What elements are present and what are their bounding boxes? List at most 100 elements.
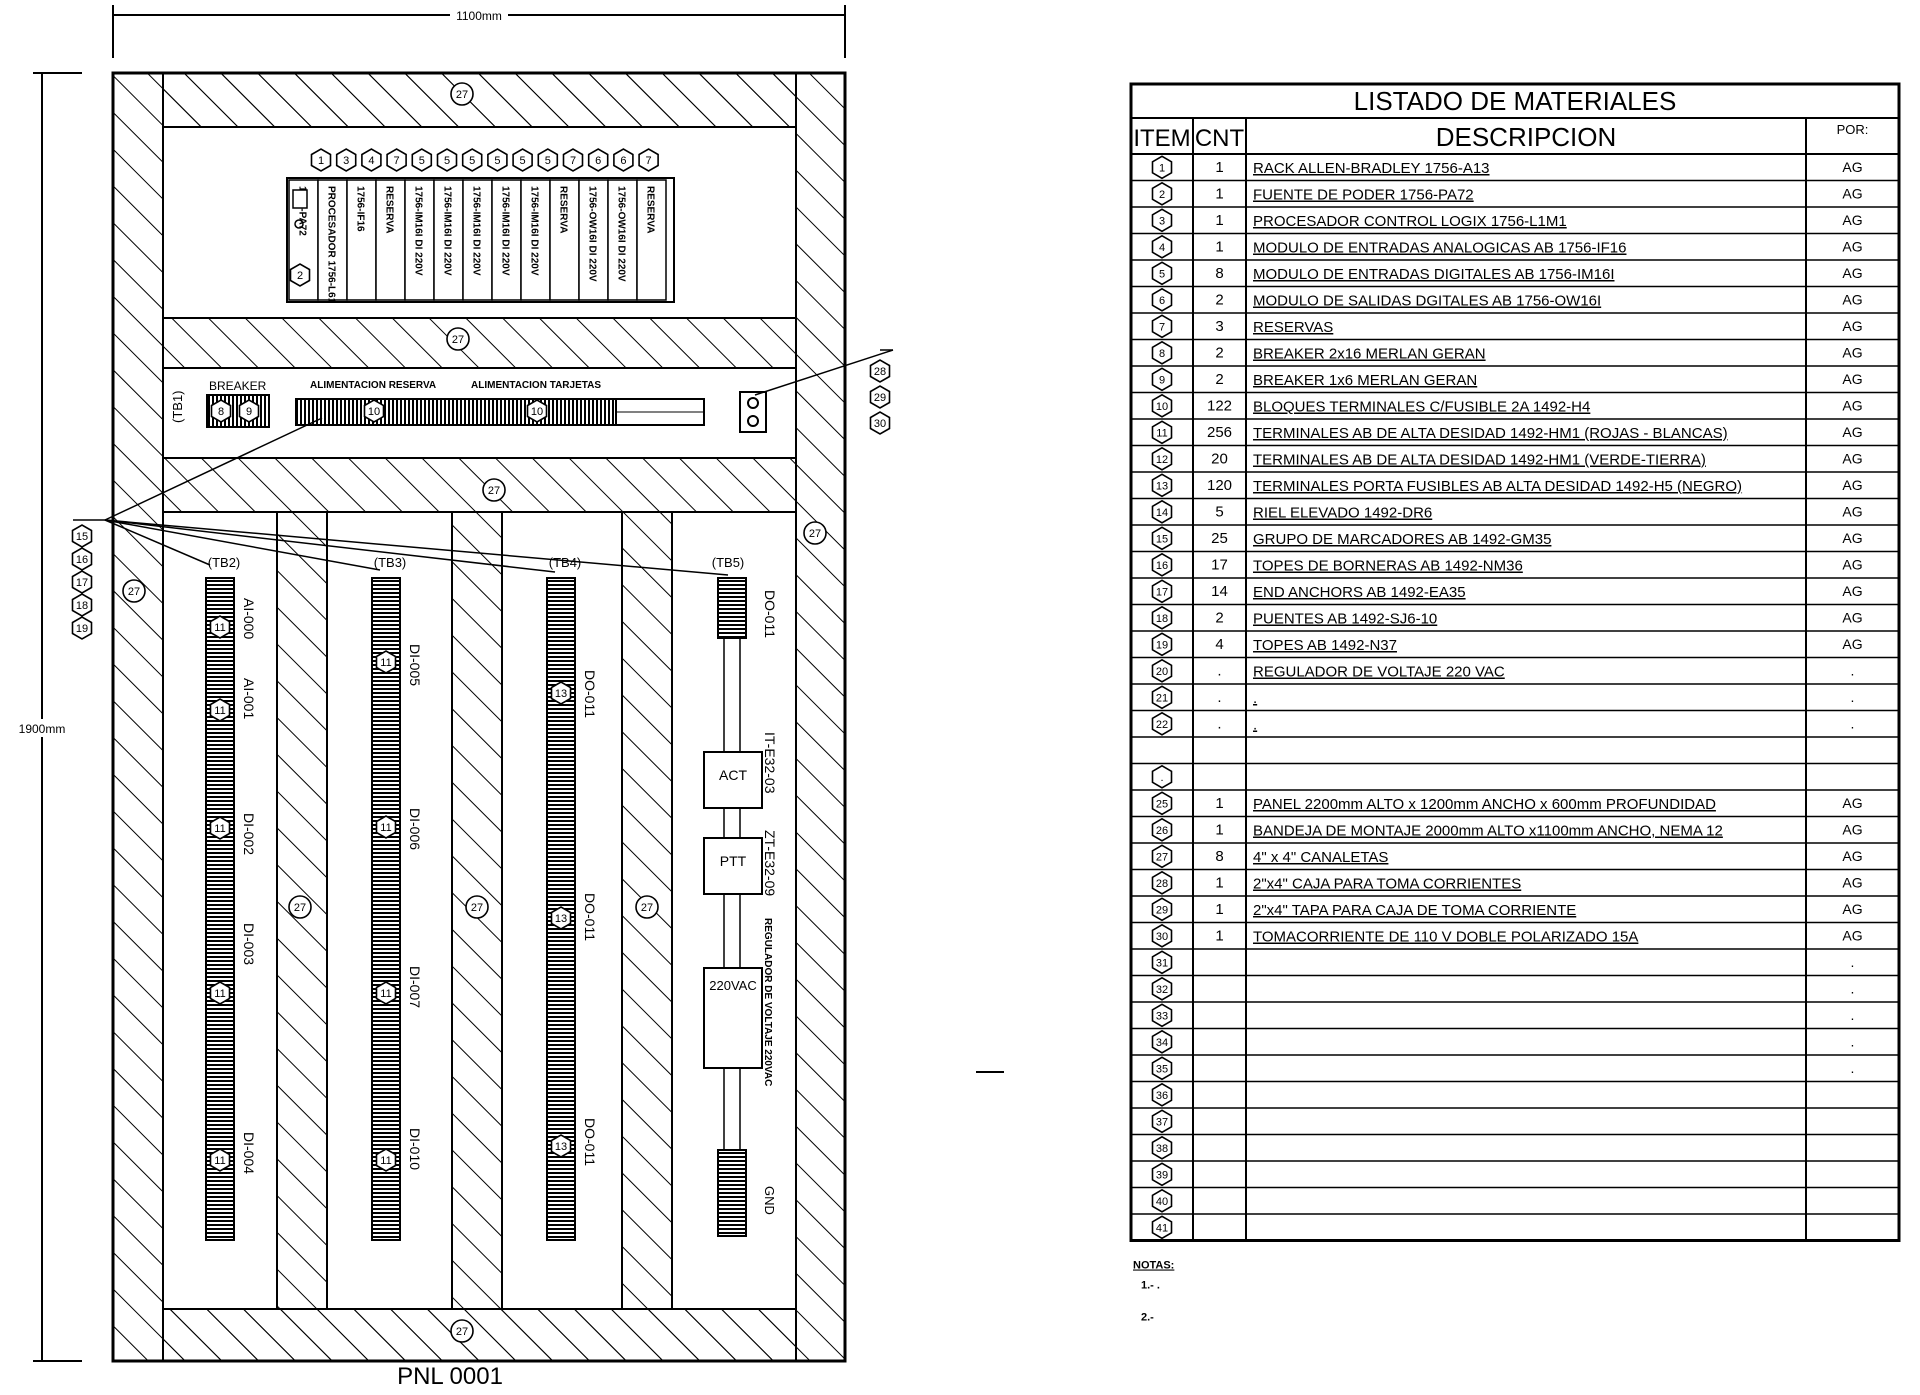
note-line: 2.- <box>1141 1312 1154 1324</box>
bom-desc: 2"x4" TAPA PARA CAJA DE TOMA CORRIENTE <box>1253 902 1576 919</box>
bom-cnt: . <box>1217 716 1221 733</box>
leader-lines <box>73 349 894 576</box>
bom-desc: 2"x4" CAJA PARA TOMA CORRIENTES <box>1253 876 1521 893</box>
signal-label: DO-011 <box>582 1118 598 1166</box>
bom-por: AG <box>1842 239 1862 255</box>
signal-label: DI-006 <box>407 808 423 850</box>
bom-item-tag-text: 38 <box>1156 1143 1168 1155</box>
tb5-signal-label: IT-E32-03 <box>762 732 778 794</box>
bom-row: 35. <box>1131 1056 1899 1083</box>
bom-item-tag: 25 <box>1151 791 1173 816</box>
bom-desc: RESERVAS <box>1253 319 1333 336</box>
bom-item-tag-text: 6 <box>1159 295 1165 307</box>
bom-item-tag: 40 <box>1151 1188 1173 1213</box>
bom-item-tag-text: 9 <box>1159 374 1165 386</box>
duct-tag-27-text: 27 <box>488 485 500 497</box>
rack-slot-label: 1756-OW16I DI 220V <box>587 186 598 282</box>
bom-desc: BLOQUES TERMINALES C/FUSIBLE 2A 1492-H4 <box>1253 399 1590 416</box>
rack-slot-label: 1756-OW16I DI 220V <box>616 186 627 282</box>
bom-item-tag-text: 17 <box>1156 586 1168 598</box>
bom-desc: TERMINALES PORTA FUSIBLES AB ALTA DESIDA… <box>1253 478 1742 495</box>
duct-tag-27-text: 27 <box>294 902 306 914</box>
tb1-row: (TB1) BREAKER ALIMENTACION RESERVA ALIME… <box>170 379 767 433</box>
bom-desc: GRUPO DE MARCADORES AB 1492-GM35 <box>1253 531 1551 548</box>
bom-row: 38 <box>1131 1135 1899 1162</box>
bom-row: 22... <box>1131 711 1899 738</box>
bom-item-tag: 14 <box>1151 499 1173 524</box>
breaker-tag: 8 <box>210 399 232 423</box>
bom-item-tag: 16 <box>1151 552 1173 577</box>
bom-desc: 4" x 4" CANALETAS <box>1253 849 1388 866</box>
tb2-strip-tag-text: 11 <box>214 705 225 717</box>
bom-header-desc: DESCRIPCION <box>1436 122 1617 152</box>
bom-cnt: 1 <box>1215 875 1223 892</box>
tb5-signal-label: DO-011 <box>762 590 778 638</box>
bom-item-tag-text: 11 <box>1156 427 1167 439</box>
bom-desc: TOPES DE BORNERAS AB 1492-NM36 <box>1253 558 1523 575</box>
bom-desc: FUENTE DE PODER 1756-PA72 <box>1253 187 1474 204</box>
regulator-box <box>703 967 763 1069</box>
rack-item-tag: 5 <box>512 148 533 172</box>
bom-item-tag: 6 <box>1151 287 1173 312</box>
marker-tag-text: 15 <box>76 531 88 543</box>
bom-item-tag-text: 3 <box>1159 215 1165 227</box>
tb1-terminal-tag: 10 <box>526 399 548 423</box>
bom-item-tag: 30 <box>1151 923 1173 948</box>
marker-tag: 16 <box>71 547 93 571</box>
bom-item-tag-text: 15 <box>1156 533 1168 545</box>
bom-por: . <box>1851 981 1855 997</box>
bom-item-tag-text: 18 <box>1156 613 1168 625</box>
bom-cnt: 1 <box>1215 795 1223 812</box>
rack-item-tag: 5 <box>537 148 559 172</box>
bom-item-tag: 32 <box>1151 976 1173 1001</box>
rack-psu-tag-text: 2 <box>297 270 303 282</box>
bom-item-tag: 22 <box>1151 711 1173 736</box>
bom-item-tag: 19 <box>1151 632 1173 657</box>
bom-item-tag-text: 32 <box>1156 984 1168 996</box>
duct-tag-27: 27 <box>635 895 659 919</box>
bom-desc: MODULO DE ENTRADAS ANALOGICAS AB 1756-IF… <box>1253 240 1626 257</box>
rack-slot: RESERVA <box>375 179 406 301</box>
duct-middle <box>162 457 797 513</box>
bom-por: AG <box>1842 875 1862 891</box>
bom-item-tag: 28 <box>1151 870 1173 895</box>
bom-cnt: 3 <box>1215 318 1223 335</box>
bom-item-tag: 31 <box>1151 950 1173 975</box>
bom-item-tag-text: 40 <box>1156 1196 1168 1208</box>
bom-item-tag-text: 2 <box>1159 189 1165 201</box>
tb2-strip-tag: 11 <box>209 615 231 639</box>
bom-cnt: 17 <box>1211 557 1228 574</box>
marker-tag: 18 <box>71 593 93 617</box>
tb3-strip-label: (TB3) <box>374 555 407 570</box>
bom-por: . <box>1851 663 1855 679</box>
duct-tag-27: 27 <box>446 327 470 351</box>
rack-slot-label: 1756-IM16I DI 220V <box>500 186 511 276</box>
bom-desc: . <box>1253 717 1257 734</box>
duct-tag-27-text: 27 <box>641 902 653 914</box>
bom-item-tag: 5 <box>1151 261 1173 286</box>
signal-label: DI-002 <box>241 813 257 855</box>
duct-tag-27: 27 <box>482 478 506 502</box>
rack-slot-label: 1756-IF16 <box>355 186 366 232</box>
terminal-strips: (TB2)1111111111AI-000AI-001DI-002DI-003D… <box>205 555 778 1241</box>
note-line: 1.- . <box>1141 1280 1160 1292</box>
rack-item-tag-text: 5 <box>419 155 425 167</box>
bom-cnt: 256 <box>1207 424 1232 441</box>
rack-item-tag: 4 <box>361 148 382 172</box>
bom-cnt: 120 <box>1207 477 1232 494</box>
tb3-strip-tag: 11 <box>375 981 397 1005</box>
bom-item-tag: 2 <box>1151 181 1173 206</box>
signal-label: DO-011 <box>582 670 598 718</box>
tb2-strip-tag-text: 11 <box>214 988 225 1000</box>
bom-item-tag-text: 35 <box>1156 1063 1168 1075</box>
tb4-strip-tag: 13 <box>550 1134 572 1158</box>
signal-label: AI-000 <box>241 598 257 639</box>
